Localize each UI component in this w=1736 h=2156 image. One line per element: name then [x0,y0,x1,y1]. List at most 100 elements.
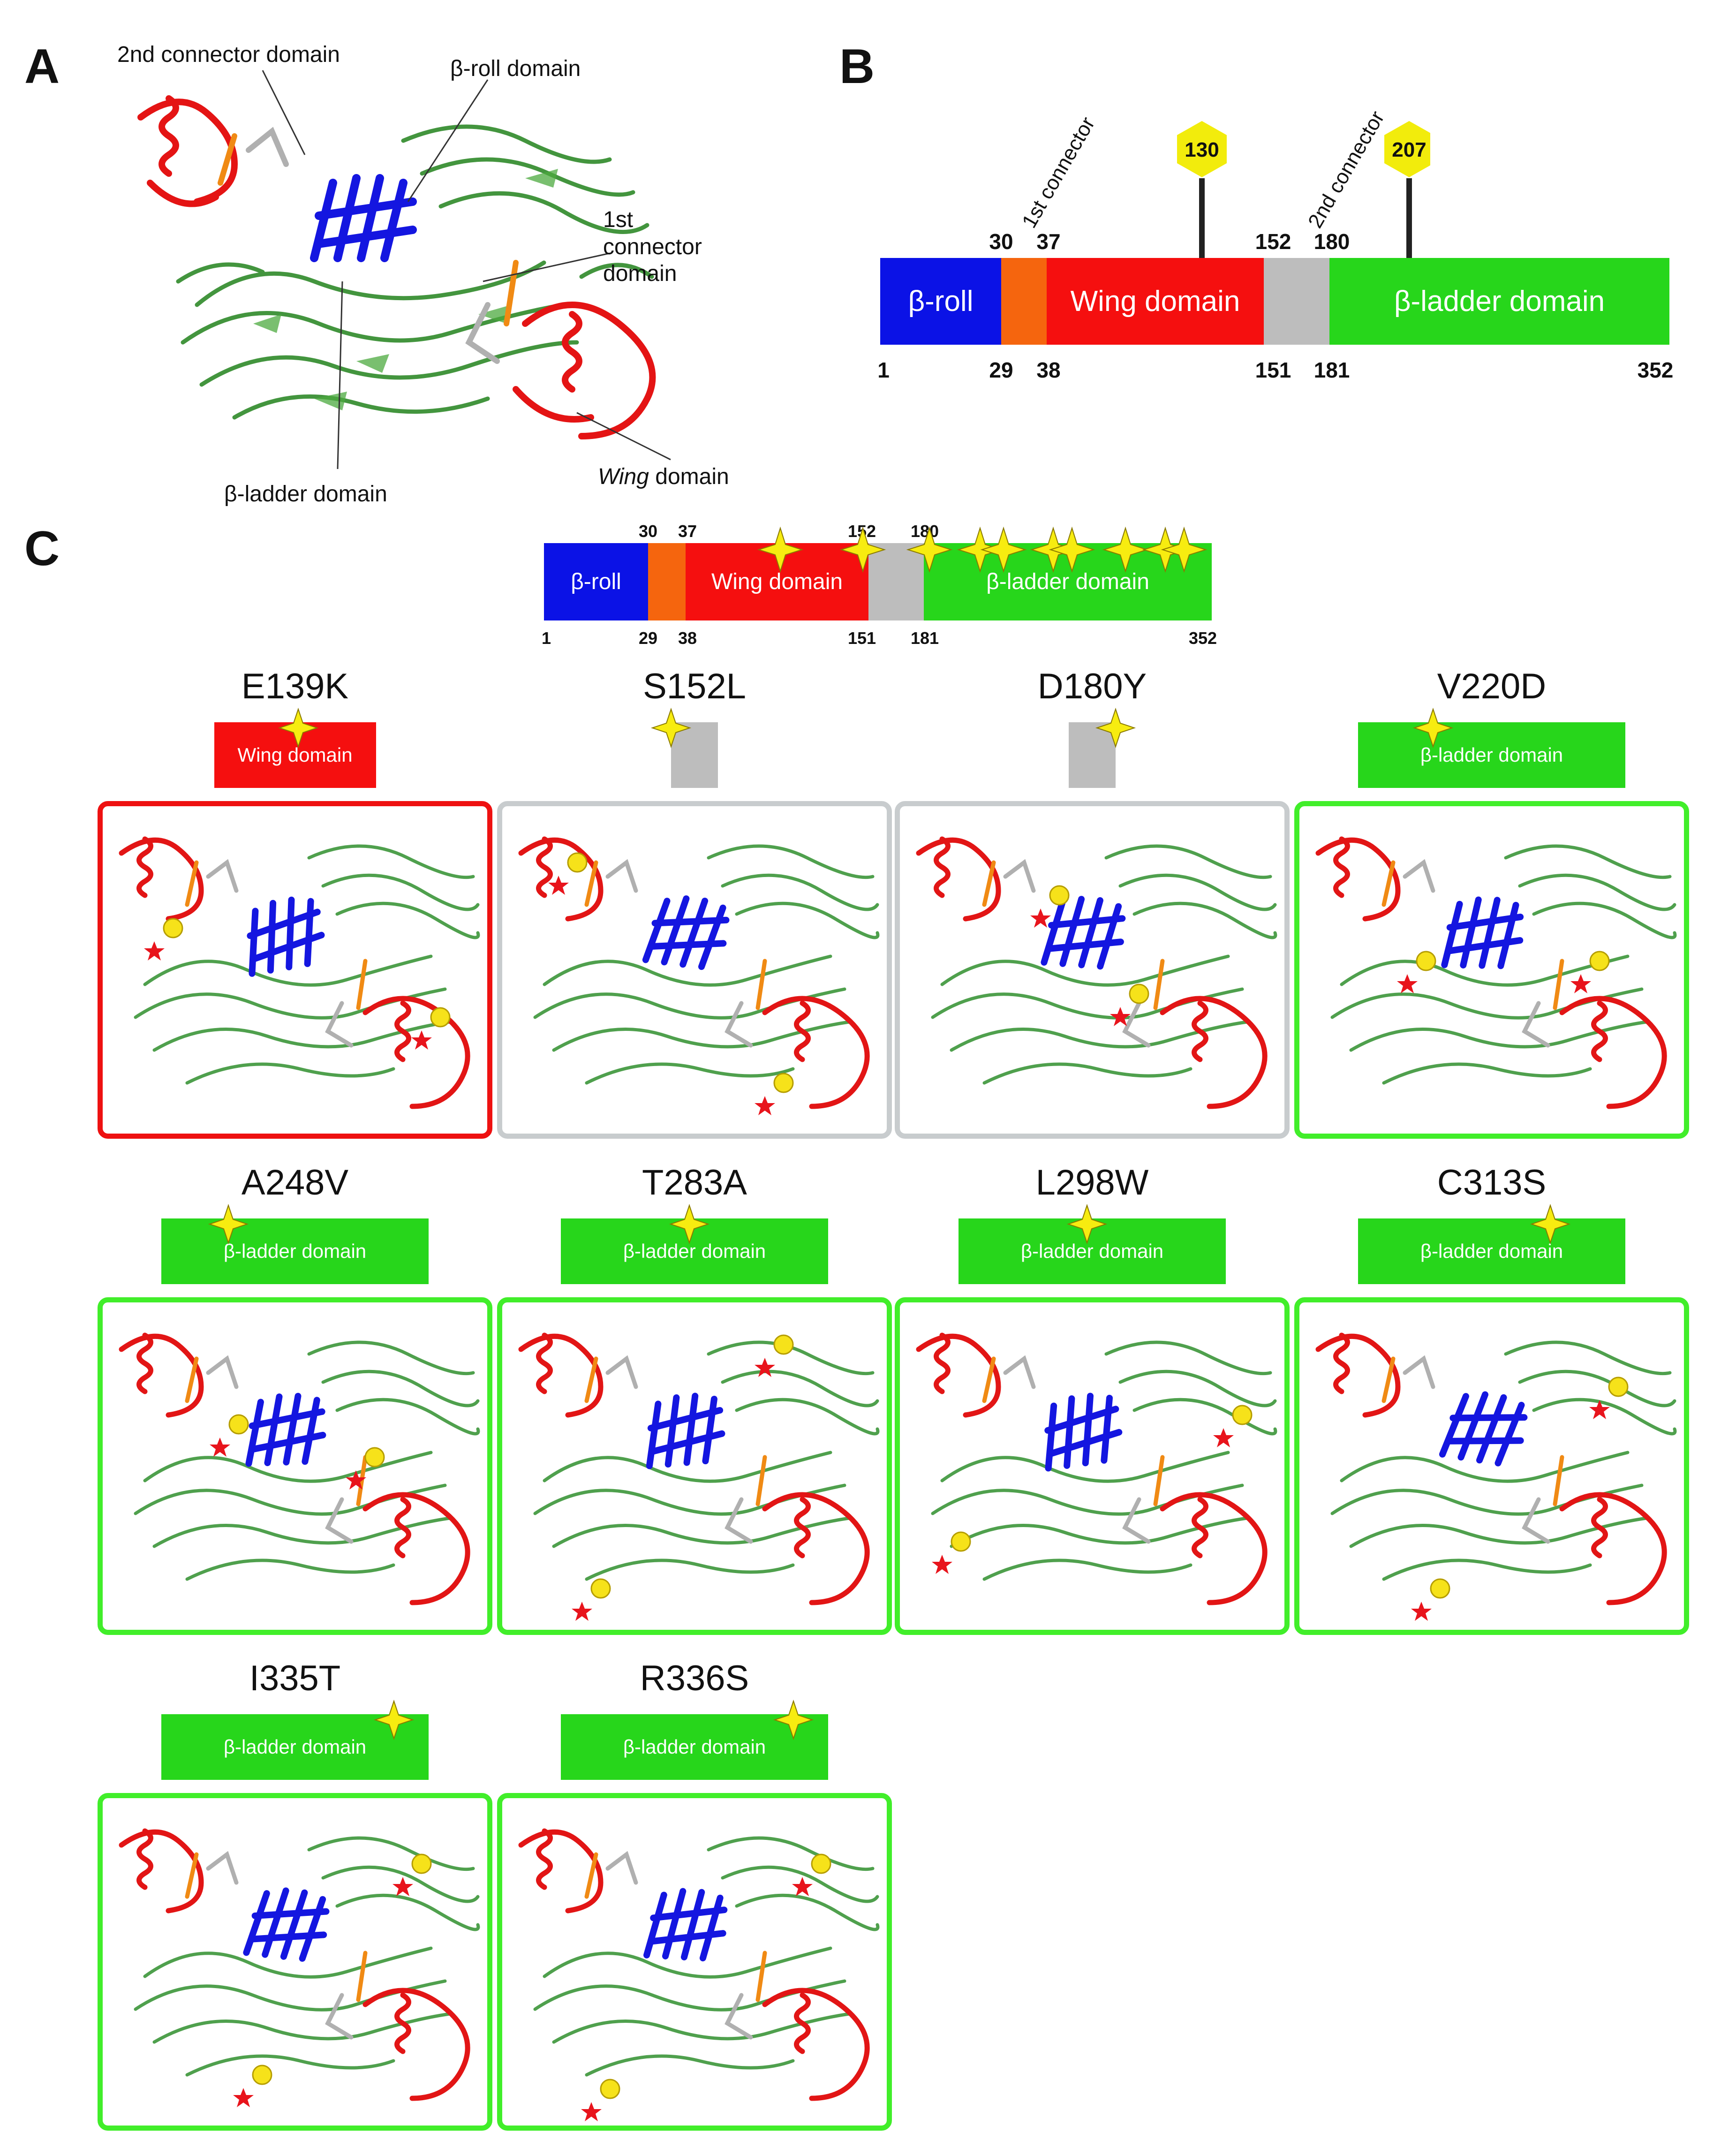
label-beta-roll-domain: β-roll domain [450,56,581,81]
structure-frame [497,801,892,1139]
structure-illustration [518,1332,880,1621]
mutation-title: I335T [249,1658,341,1698]
mutation-title: C313S [1437,1163,1547,1203]
mutation-domain-bar: β-ladder domain [1358,722,1625,788]
red-star-icon [233,2088,254,2107]
tick-top-180: 180 [1313,229,1350,254]
red-star-icon [392,1877,413,1896]
bar-star [1102,526,1149,573]
tick-bottom-29: 29 [989,358,1013,382]
mutation-site-sphere [600,2079,620,2099]
structure-illustration [916,1332,1277,1605]
mutation-title: S152L [643,666,746,706]
structure-illustration [119,1828,480,2107]
structure-frame [98,1297,492,1635]
label-2nd-connector-domain: 2nd connector domain [117,42,340,67]
red-star-icon [1570,974,1591,993]
mutation-domain-bar: β-ladder domain [161,1218,429,1284]
mutation-site-sphere [773,1334,794,1355]
red-star-icon [411,1030,432,1050]
red-star-icon [581,2102,602,2121]
c-tick-top-30: 30 [638,522,658,541]
mutation-domain-bar: β-ladder domain [161,1714,429,1780]
mutation-domain-bar [1069,722,1116,788]
mutation-site-sphere [1049,885,1070,906]
c-segment-2nd-connector [868,543,924,620]
tick-bottom-352: 352 [1637,358,1674,382]
structure-illustration [119,836,480,1109]
mutation-title: E139K [241,666,349,706]
bar-star [906,526,953,573]
structure-frame [98,1793,492,2131]
site-label-207: 207 [1392,138,1427,161]
panel-b-domain-bar: β-roll Wing domain β-ladder domain [880,258,1669,345]
structure-illustration [916,836,1277,1109]
connector2-ribbons [246,127,500,364]
mutation-site-sphere [773,1073,794,1093]
mutation-title: A248V [241,1163,349,1203]
callout-line-2nd-connector [262,70,306,155]
segment-wing: Wing domain [1047,258,1264,345]
red-star-icon [210,1437,230,1457]
label-1st-connector-rotated: 1st connector [1018,113,1100,232]
site-hexagon-207 [1384,121,1430,177]
panel-a-structure [137,95,656,439]
mutation-star-icon [773,1699,814,1740]
mutation-site-sphere [1232,1405,1253,1425]
c-tick-bottom-29: 29 [638,628,658,648]
bar-star [757,526,804,573]
bar-star [1049,526,1095,573]
mutation-domain-bar: β-ladder domain [1358,1218,1625,1284]
red-star-icon [1110,1007,1131,1026]
wing-ribbons [137,95,656,439]
mutation-star-icon [1095,707,1136,749]
red-star-icon [144,941,165,961]
c-tick-top-180: 180 [910,522,939,541]
mutation-site-sphere [590,1578,611,1599]
mutation-site-sphere [1589,951,1610,971]
connector1-ribbons [218,133,519,326]
mutation-star-icon [373,1699,415,1740]
c-tick-bottom-181: 181 [910,628,939,648]
structure-frame [895,801,1290,1139]
mutation-site-sphere [364,1447,385,1468]
red-star-icon [572,1602,592,1621]
mutation-site-sphere [951,1531,971,1552]
mutation-domain-bar: β-ladder domain [959,1218,1226,1284]
tick-bottom-38: 38 [1036,358,1061,382]
panel-letter-b: B [839,39,875,94]
mutation-title: T283A [642,1163,747,1203]
tick-top-37: 37 [1036,229,1061,254]
red-star-icon [1213,1428,1234,1447]
beta-ladder-ribbons [176,124,654,420]
mutation-title: L298W [1035,1163,1149,1203]
mutation-title: D180Y [1037,666,1147,706]
label-beta-ladder-domain: β-ladder domain [224,482,387,507]
red-star-icon [1589,1400,1610,1419]
c-tick-bottom-151: 151 [847,628,876,648]
structure-illustration [1315,1332,1677,1621]
panel-b-site-markers [1177,121,1430,258]
mutation-star-icon [1066,1203,1107,1245]
mutation-site-sphere [1416,951,1436,971]
c-tick-bottom-352: 352 [1188,628,1217,648]
mutation-site-sphere [163,918,183,938]
callout-line-beta-roll [407,79,489,202]
tick-bottom-151: 151 [1255,358,1291,382]
red-star-icon [1030,908,1051,928]
structure-illustration [518,836,880,1115]
red-star-icon [1397,974,1418,993]
bar-star [957,526,1004,573]
callout-line-beta-ladder [337,281,343,469]
mutation-star-icon [669,1203,709,1245]
mutation-star-icon [208,1203,249,1245]
panel-c-mutation-stars [757,526,1208,573]
label-wing-domain: Wing domain [598,463,729,491]
panel-letter-c: C [24,522,60,576]
structure-illustration [518,1828,880,2121]
label-wing-rest: domain [649,464,729,489]
segment-beta-ladder: β-ladder domain [1329,258,1669,345]
structure-frame [1294,1297,1689,1635]
mutation-star-icon [650,707,692,749]
structure-frame [895,1297,1290,1635]
